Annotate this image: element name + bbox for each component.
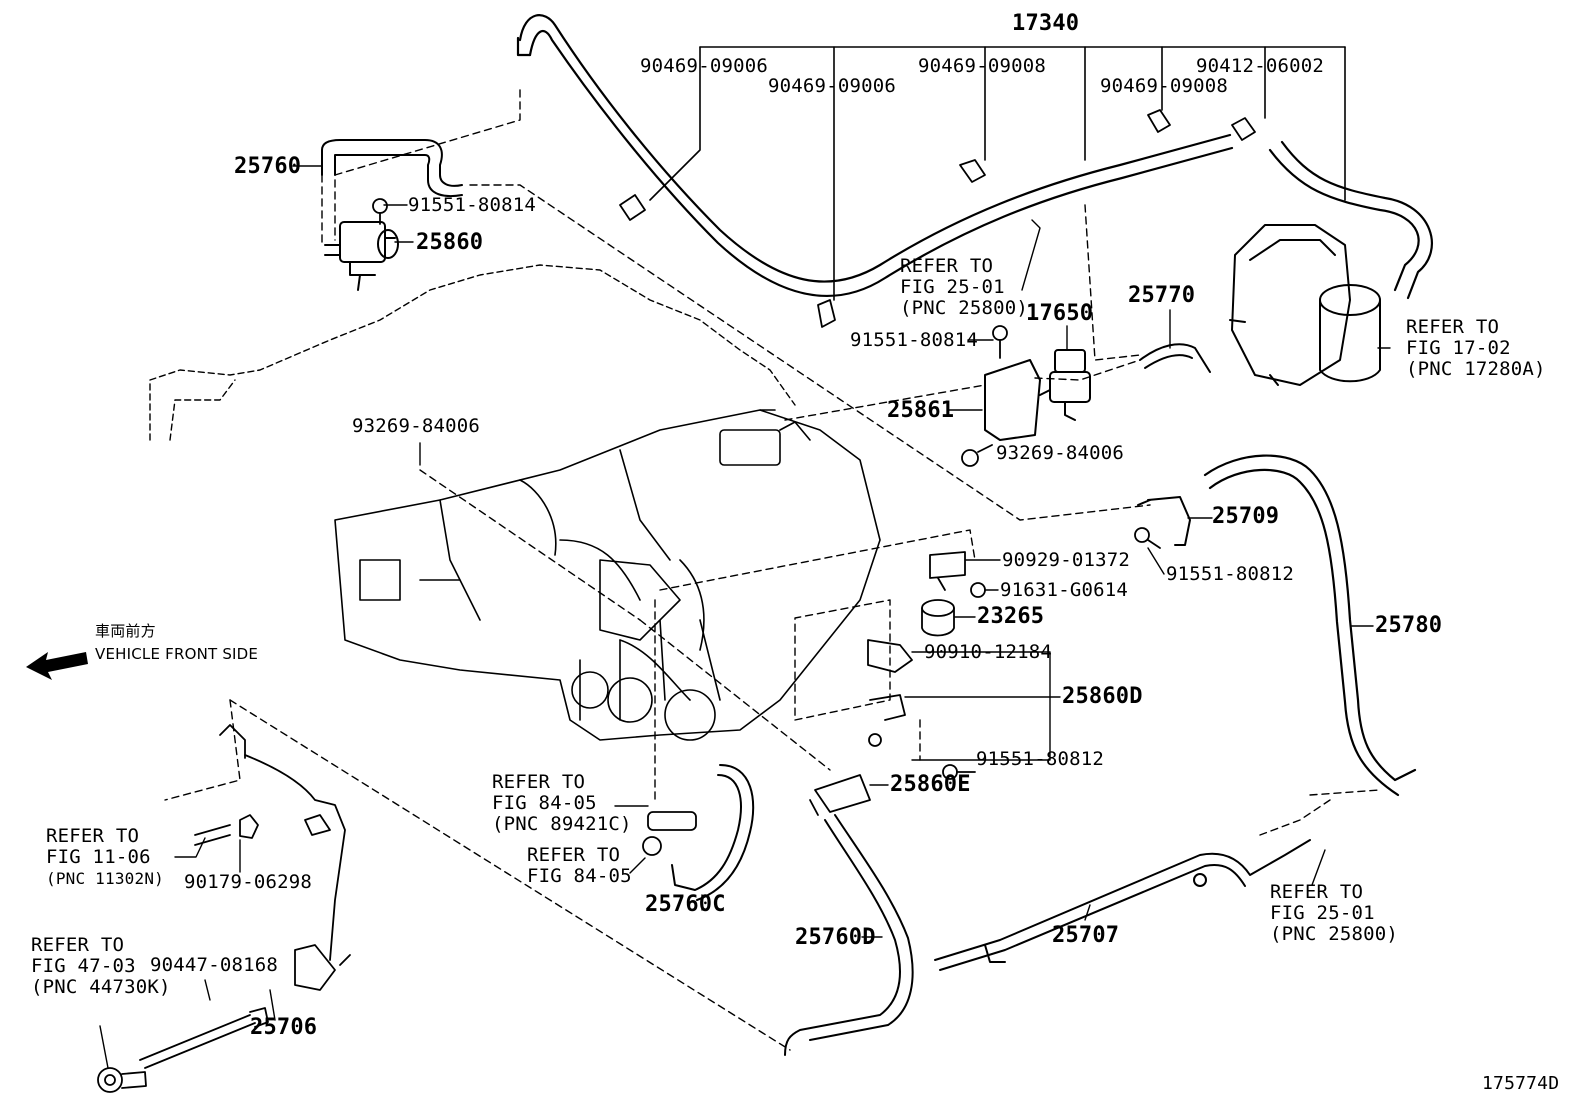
rod-90447-08168 [139, 1007, 269, 1069]
label-23265: 23265 [977, 604, 1045, 629]
clamp-90469-09006-b [817, 299, 836, 328]
label-91551-80812-a: 91551-80812 [1166, 563, 1295, 585]
ref-fig-25-01-top: REFER TO FIG 25-01 (PNC 25800) [900, 255, 1029, 319]
bolt-91631-g0614 [970, 582, 986, 598]
label-90469-09008-a: 90469-09008 [918, 55, 1047, 77]
label-25860: 25860 [416, 230, 484, 255]
sensor-90910-12184 [867, 639, 913, 673]
label-17650: 17650 [1026, 301, 1094, 326]
label-25760: 25760 [234, 154, 302, 179]
hose-25760 [321, 139, 463, 198]
bolt-91551-80814-b [992, 325, 1008, 359]
label-25770: 25770 [1128, 283, 1196, 308]
hose-25770 [1139, 343, 1211, 373]
vsv-17650 [1039, 349, 1091, 421]
label-90179-06298: 90179-06298 [184, 871, 313, 893]
dashed-leaders [164, 89, 1381, 1051]
label-91551-80814-b: 91551-80814 [850, 329, 979, 351]
diagram-number: 175774D [1482, 1073, 1560, 1094]
connector-44730k [97, 1067, 147, 1093]
clamp-90929-01372 [929, 551, 966, 591]
label-93269-84006-a: 93269-84006 [352, 415, 481, 437]
label-90447-08168: 90447-08168 [150, 954, 279, 976]
hose-17340 [516, 14, 1234, 298]
label-91631-g0614: 91631-G0614 [1000, 579, 1129, 601]
label-25780: 25780 [1375, 613, 1443, 638]
label-90412-06002: 90412-06002 [1196, 55, 1325, 77]
label-90469-09006-a: 90469-09006 [640, 55, 769, 77]
callout-lines-17340 [649, 46, 1346, 301]
sensor-89421c [642, 811, 697, 856]
label-90469-09008-b: 90469-09008 [1100, 75, 1229, 97]
label-25760c: 25760C [645, 892, 726, 917]
bolt-93269-84006-b [961, 444, 993, 467]
label-25760d: 25760D [795, 925, 876, 950]
filter-23265 [921, 599, 955, 637]
ref-fig-25-01-bottom: REFER TO FIG 25-01 (PNC 25800) [1270, 881, 1399, 945]
nut-90179-06298 [239, 814, 259, 839]
vsv-25860e [809, 774, 871, 816]
hose-25760d [784, 814, 914, 1056]
label-90910-12184: 90910-12184 [924, 641, 1053, 663]
label-17340: 17340 [1012, 11, 1080, 36]
label-25706: 25706 [250, 1015, 318, 1040]
ref-fig-84-05-b: REFER TO FIG 84-05 [527, 844, 632, 887]
label-25860d: 25860D [1062, 684, 1143, 709]
clamp-90469-09006-a [619, 194, 646, 221]
label-93269-84006-b: 93269-84006 [996, 442, 1125, 464]
bolt-91551-80812-b [942, 764, 976, 780]
label-25860e: 25860E [890, 772, 971, 797]
clamp-90469-09008-a [959, 159, 986, 183]
vsv-25860 [324, 221, 399, 291]
union-90412-06002 [1231, 117, 1256, 141]
label-25707: 25707 [1052, 923, 1120, 948]
body-outline [149, 264, 796, 441]
pipe-25707 [934, 839, 1311, 971]
label-90469-09006-b: 90469-09006 [768, 75, 897, 97]
stud-11302n [194, 824, 231, 846]
bracket-25860d [868, 694, 906, 747]
engine-assembly [334, 409, 881, 741]
bracket-lower-left [219, 724, 351, 991]
bracket-25709 [1137, 496, 1191, 546]
label-90929-01372: 90929-01372 [1002, 549, 1131, 571]
bolt-91551-80812-a [1134, 527, 1161, 549]
ref-fig-84-05-a: REFER TO FIG 84-05 (PNC 89421C) [492, 771, 632, 835]
front-arrow-icon [26, 652, 88, 680]
ref-fig-47-03: REFER TO FIG 47-03 (PNC 44730K) [31, 934, 171, 998]
hose-canister [1268, 140, 1433, 300]
direction-english: VEHICLE FRONT SIDE [95, 645, 259, 663]
label-25709: 25709 [1212, 504, 1280, 529]
label-91551-80812-b: 91551-80812 [976, 748, 1105, 770]
charcoal-canister [1229, 224, 1381, 386]
bolt-91551-80814-a [372, 198, 388, 225]
hose-25760c [671, 764, 755, 901]
label-91551-80814-a: 91551-80814 [408, 194, 537, 216]
label-25861: 25861 [887, 398, 955, 423]
label-leaders [99, 165, 1391, 1069]
direction-japanese: 車両前方 [95, 622, 156, 640]
ref-fig-17-02: REFER TO FIG 17-02 (PNC 17280A) [1406, 316, 1546, 380]
clamp-90469-09008-b [1147, 109, 1171, 133]
hose-25780 [1203, 454, 1417, 797]
ref-fig-11-06: REFER TO FIG 11-06 (PNC 11302N) [46, 825, 164, 889]
bracket-25861 [984, 359, 1041, 441]
